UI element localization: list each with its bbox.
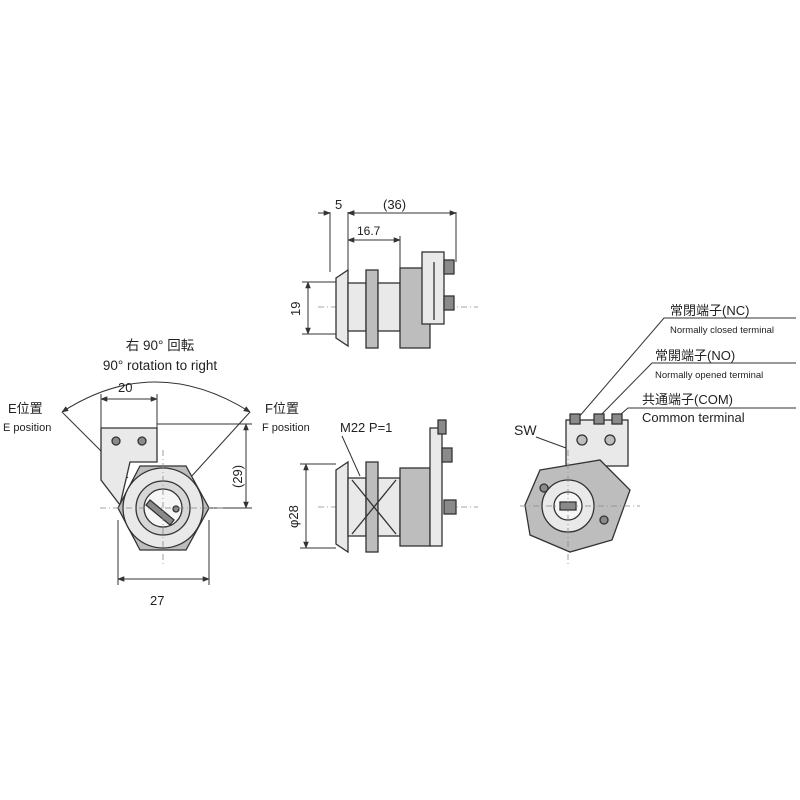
top-side-view: 5 (36) 16.7 19 (288, 197, 478, 349)
dim-body-length: 16.7 (357, 224, 381, 238)
nc-terminal-en: Normally closed terminal (670, 325, 774, 336)
f-position-ja: F位置 (265, 401, 299, 416)
no-terminal-en: Normally opened terminal (655, 370, 763, 381)
dim-height: 19 (288, 302, 303, 316)
rotation-label-ja: 右 90° 回転 (126, 338, 195, 353)
dim-overall-length: (36) (383, 197, 406, 212)
switch-view: SW 常閉端子(NC) Normally closed terminal 常開端… (514, 303, 796, 565)
dim-diameter: φ28 (286, 505, 301, 528)
dim-bracket-height: (29) (230, 465, 245, 488)
front-view: 右 90° 回転 90° rotation to right E位置 E pos… (3, 338, 310, 608)
dim-thickness: 5 (335, 197, 342, 212)
nc-terminal-ja: 常閉端子(NC) (670, 303, 749, 318)
dim-bracket-width: 20 (118, 380, 132, 395)
e-position-en: E position (3, 422, 51, 434)
e-position-ja: E位置 (8, 401, 43, 416)
f-position-en: F position (262, 422, 310, 434)
sw-label: SW (514, 422, 537, 438)
dim-body-width: 27 (150, 593, 164, 608)
rotation-label-en: 90° rotation to right (103, 358, 217, 373)
com-terminal-en: Common terminal (642, 410, 745, 425)
bottom-side-view: M22 P=1 φ28 (286, 419, 478, 554)
no-terminal-ja: 常開端子(NO) (655, 348, 735, 363)
com-terminal-ja: 共通端子(COM) (642, 392, 733, 407)
thread-label: M22 P=1 (340, 420, 392, 435)
